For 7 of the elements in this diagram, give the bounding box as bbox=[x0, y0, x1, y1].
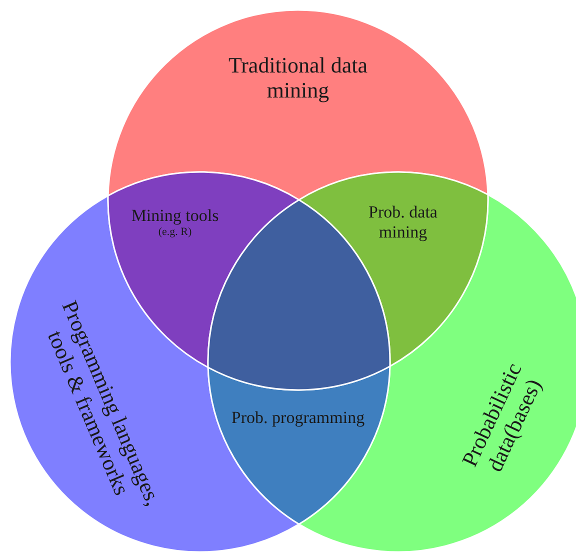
region-label: Prob. programming bbox=[230, 408, 366, 428]
region-label: Traditional data mining bbox=[227, 52, 369, 104]
region-label: Prob. data mining bbox=[368, 202, 438, 242]
venn-region bbox=[207, 366, 391, 525]
region-note: (e.g. R) bbox=[157, 225, 193, 238]
venn-region bbox=[107, 9, 489, 201]
region-label: Mining tools bbox=[130, 206, 220, 226]
